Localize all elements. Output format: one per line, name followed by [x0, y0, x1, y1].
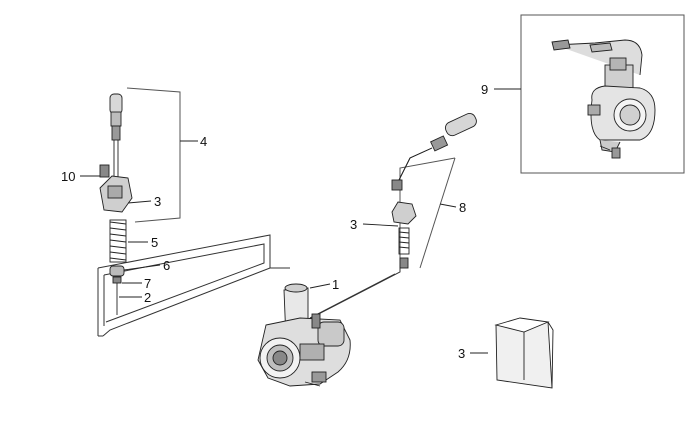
- carburetor-body: [257, 283, 351, 387]
- group-4-bracket: [126, 87, 181, 223]
- callout-4: 4: [200, 134, 207, 149]
- callout-3-valve: 3: [154, 194, 161, 209]
- spring-5: [109, 219, 127, 263]
- cable-assembly: [391, 112, 477, 269]
- callout-10: 10: [61, 169, 75, 184]
- spring-small: [398, 227, 410, 255]
- callout-5: 5: [151, 235, 158, 250]
- connector-pipes: [97, 234, 401, 337]
- slide-valve-assembly: [99, 93, 133, 315]
- leader-lines: [80, 88, 521, 354]
- callout-2: 2: [144, 290, 151, 305]
- inset-frame: [520, 14, 685, 174]
- callout-3-bag: 3: [458, 346, 465, 361]
- callout-7: 7: [144, 276, 151, 291]
- parts-bag: [494, 317, 554, 389]
- callout-8: 8: [459, 200, 466, 215]
- callout-1: 1: [332, 277, 339, 292]
- callout-6: 6: [163, 258, 170, 273]
- callout-9: 9: [481, 82, 488, 97]
- callout-labels: 10 4 3 5 6 7 2 1 3 8 9 3: [61, 82, 488, 361]
- group-8-bracket: [399, 157, 456, 269]
- inset-carburetor-assembly: [551, 39, 656, 159]
- callout-3-cable: 3: [350, 217, 357, 232]
